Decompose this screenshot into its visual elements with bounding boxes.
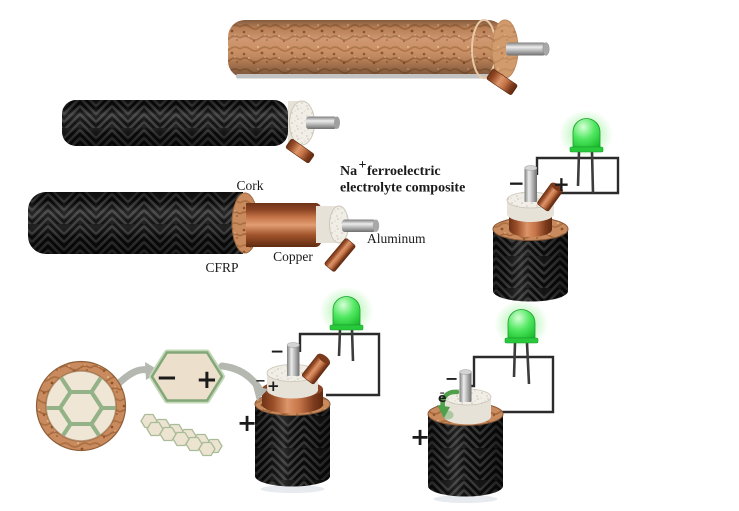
demo-cell-middle: − − + + (218, 287, 381, 493)
arrowhead-2 (253, 386, 268, 401)
aluminum-rod-top (506, 42, 546, 56)
led-icon-middle (332, 296, 361, 326)
label-cfrp: CFRP (205, 260, 238, 275)
label-aluminum: Aluminum (367, 231, 426, 246)
cfrp-layer-shading (28, 192, 243, 254)
cfrp-cylinder-shading (62, 100, 288, 146)
aluminum-core-line (236, 74, 500, 79)
composite-title: Na + ferroelectric electrolyte composite (340, 158, 465, 196)
cell-copper-tab (537, 182, 563, 212)
minus-sign: − (508, 171, 525, 195)
cell-rod-top (524, 165, 538, 171)
demo-cell-top-right: − + (492, 110, 620, 302)
circuit-wire (535, 156, 620, 195)
led-icon-right (507, 309, 536, 339)
minus-sign-small-middle: − (255, 374, 266, 389)
title-element: Na (340, 164, 357, 179)
copper-tab-top (486, 69, 518, 95)
hexagon-chain (140, 413, 223, 457)
cork-cylinder (228, 19, 550, 95)
cell-aluminum-rod-middle (287, 345, 300, 376)
label-copper: Copper (273, 249, 313, 264)
plus-sign: + (553, 172, 570, 196)
cell-body-shading-right (428, 414, 503, 497)
inner-rim (45, 370, 117, 442)
electron-arrowhead (437, 405, 450, 418)
plus-sign-small-middle: + (267, 377, 280, 395)
minus-sign-rod-middle: − (270, 342, 284, 362)
cell-aluminum-rod-right (459, 372, 472, 402)
title-line2: electrolyte composite (340, 181, 465, 196)
arrow-circle-to-hexagon (112, 366, 152, 390)
aluminum-rod-mid (306, 116, 337, 129)
cork-cylinder-shading (228, 20, 505, 78)
aluminum-electrode-tip (372, 219, 380, 232)
aluminum-rod-tip-mid (334, 116, 340, 129)
copper-tab-mid (285, 138, 315, 164)
unit-cell-hexagon (150, 351, 224, 402)
led-legs-right (512, 342, 531, 385)
plus-sign-big-middle: + (237, 409, 257, 437)
led-flange-middle (329, 324, 364, 331)
cell-body-shading (493, 229, 568, 302)
cell-shadow-right (433, 495, 498, 503)
cell-body-shading-middle (255, 404, 330, 487)
electron-label: ē (438, 390, 446, 405)
circuit-wire-middle (298, 332, 381, 397)
cork-end-texture (492, 20, 518, 78)
electron-flow-arrow (440, 389, 460, 411)
led-flange (569, 146, 604, 153)
led-legs (576, 151, 595, 194)
led-legs-middle (337, 329, 355, 362)
cell-copper-tab-middle (301, 353, 331, 385)
cell-rod-top-right (459, 369, 472, 375)
title-line1: ferroelectric (367, 164, 441, 179)
hexagon-plus-sign: + (196, 365, 218, 395)
copper-layer (246, 203, 325, 247)
cell-shadow-middle (260, 485, 325, 493)
title-charge-superscript: + (359, 158, 367, 173)
cell-rod-top-middle (286, 342, 300, 348)
minus-sign-right: − (445, 369, 458, 388)
label-cork: Cork (237, 178, 264, 193)
aluminum-rod-tip-top (542, 42, 550, 56)
demo-cell-right: − ē + (410, 300, 555, 503)
cfrp-cylinder (62, 100, 340, 164)
led-icon (572, 118, 601, 148)
arrow-hexagon-to-cell (218, 362, 264, 394)
plus-sign-big-right: + (410, 423, 430, 451)
cutaway-cylinder: Cork CFRP Copper Aluminum (28, 178, 426, 275)
hexagon-minus-sign: − (156, 363, 178, 393)
led-flange-right (504, 337, 539, 344)
cell-aluminum-rod (524, 168, 537, 202)
aluminum-electrode (342, 219, 376, 232)
copper-tab-cutaway (324, 238, 356, 272)
cork-microstructure: − + (35, 349, 225, 457)
